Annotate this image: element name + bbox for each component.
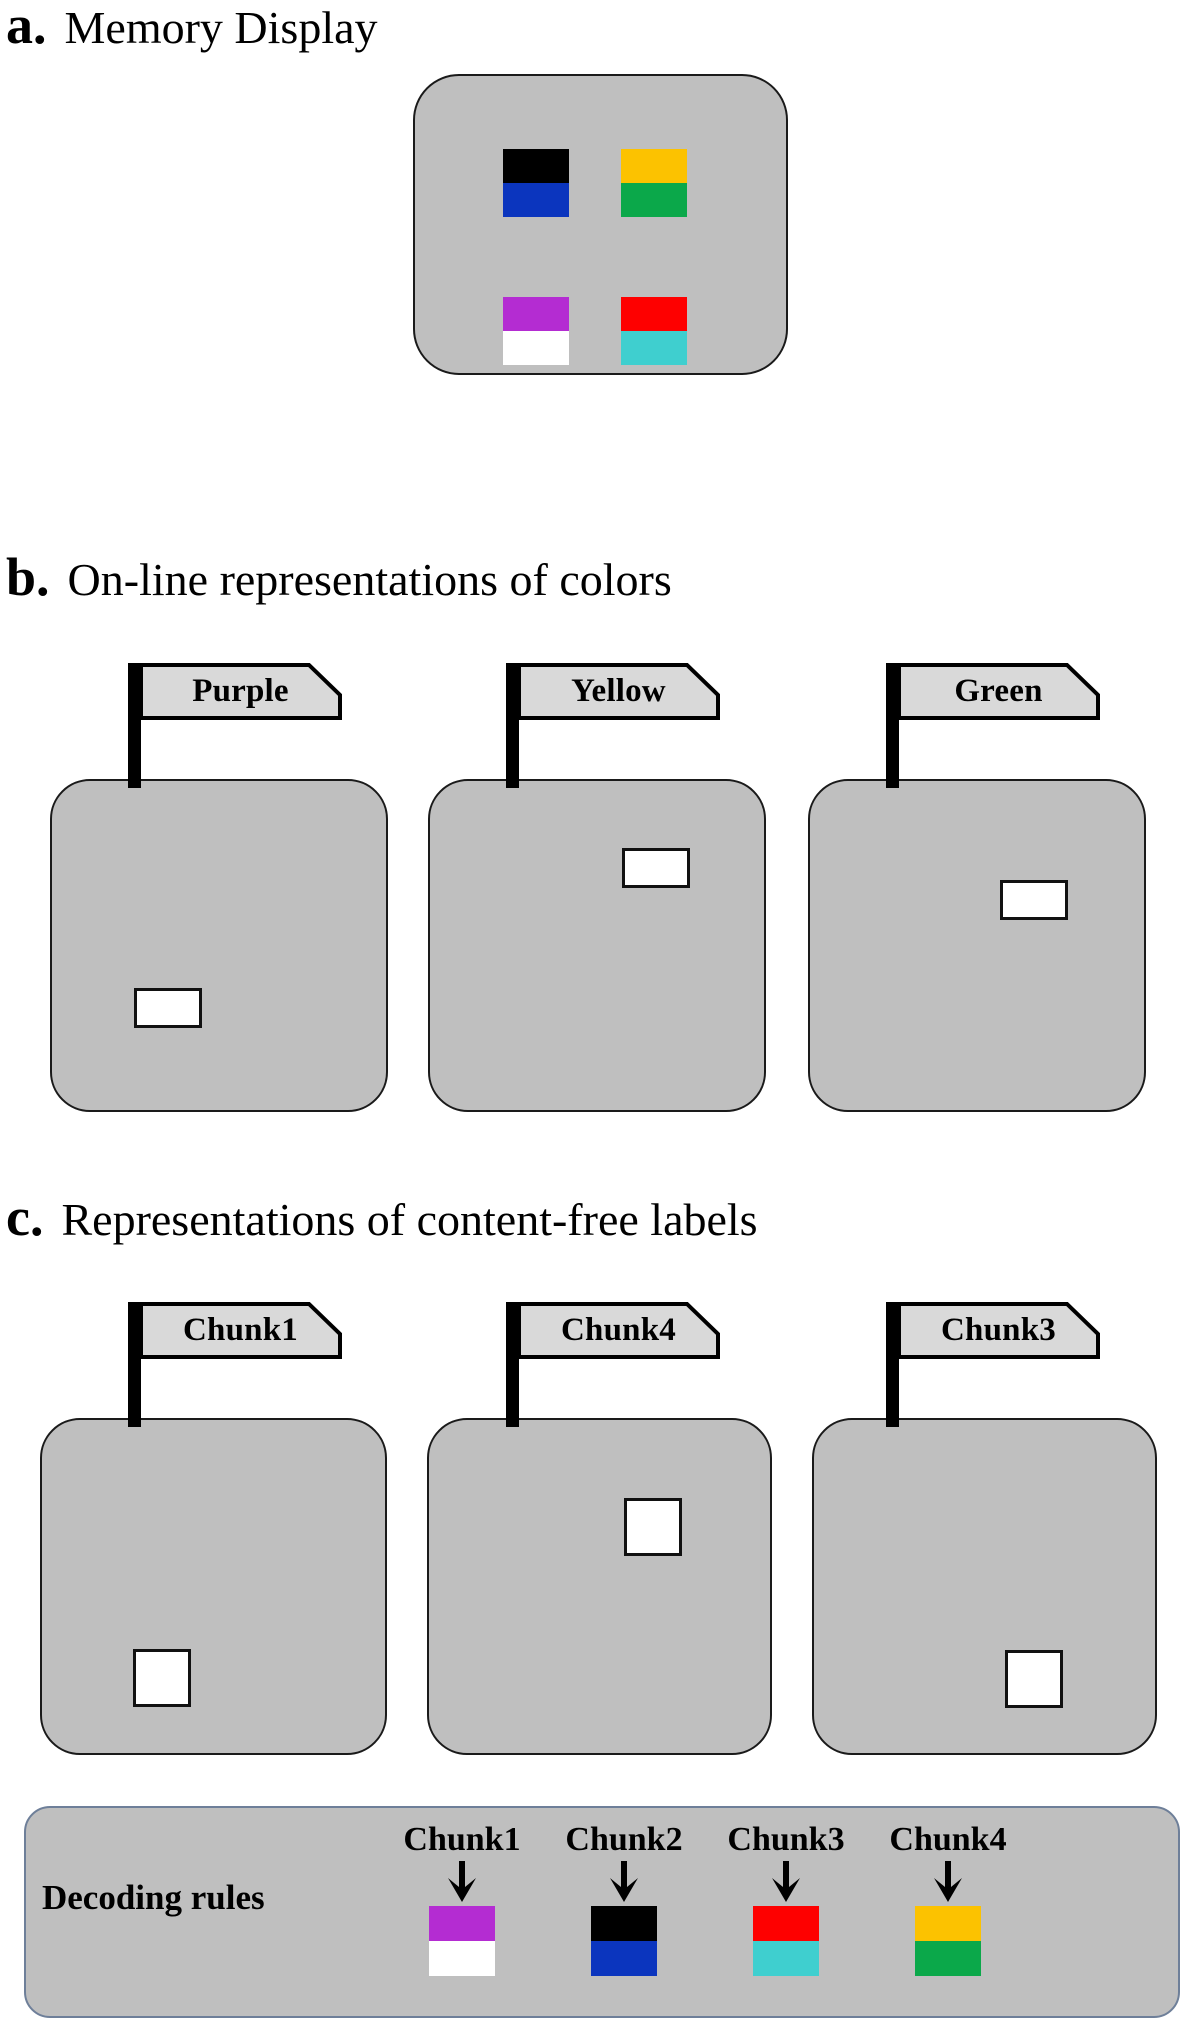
decoding-rule-chunk2-label: Chunk2 [565,1821,683,1858]
memory-chunk-bottom-left-upper [503,297,569,331]
flag-pole-c1 [128,1302,141,1427]
memory-display-panel [413,74,788,375]
decoding-rule-chunk1-swatch [429,1906,495,1976]
panel-a-title: Memory Display [64,2,378,53]
flag-label-yellow: Yellow [571,673,666,709]
flag-banner-2: Yellow [517,663,720,720]
memory-chunk-bottom-right [621,297,687,365]
panel-b-marker-3 [1000,880,1068,920]
flag-pole-2 [506,663,519,788]
down-arrow-icon-4 [934,1861,962,1902]
flag-banner-shape-1 [139,663,342,720]
panel-c-flag-3: Chunk3 [886,1302,1100,1427]
panel-b-flag-3: Green [886,663,1100,788]
panel-c-marker-1 [133,1649,191,1707]
decoding-rule-chunk3-bottom [753,1941,819,1976]
decoding-rule-chunk3: Chunk3 [716,1823,856,1976]
panel-c-flag-1: Chunk1 [128,1302,342,1427]
decoding-rule-chunk1-bottom [429,1941,495,1976]
panel-b-letter: b. [6,547,50,607]
flag-pole-c3 [886,1302,899,1427]
panel-a-letter: a. [6,0,47,55]
panel-b-title: On-line representations of colors [67,554,672,605]
flag-banner-c1: Chunk1 [139,1302,342,1359]
panel-c-title: Representations of content-free labels [61,1194,758,1245]
decoding-rule-chunk1-top [429,1906,495,1941]
panel-c-box-1 [40,1418,387,1755]
decoding-rule-chunk1-label: Chunk1 [403,1821,521,1858]
memory-chunk-top-left-upper [503,149,569,183]
decoding-rule-chunk2-bottom [591,1941,657,1976]
flag-pole-c2 [506,1302,519,1427]
decoding-rule-chunk2-top [591,1906,657,1941]
memory-chunk-bottom-left [503,297,569,365]
panel-b-box-3 [808,779,1146,1112]
memory-chunk-top-right-lower [621,183,687,217]
flag-pole-3 [886,663,899,788]
panel-c-box-2 [427,1418,772,1755]
flag-banner-shape-c1 [139,1302,342,1359]
decoding-rule-chunk3-top [753,1906,819,1941]
decoding-rule-chunk4-swatch [915,1906,981,1976]
panel-c-box-3 [812,1418,1157,1755]
flag-label-green: Green [954,673,1043,709]
flag-label-chunk3: Chunk3 [941,1312,1056,1348]
memory-chunk-top-left-lower [503,183,569,217]
flag-banner-shape-3 [897,663,1100,720]
flag-pole-1 [128,663,141,788]
down-arrow-icon-2 [610,1861,638,1902]
decoding-rule-chunk4-bottom [915,1941,981,1976]
decoding-rule-chunk3-label: Chunk3 [727,1821,845,1858]
panel-c-letter: c. [6,1187,44,1247]
panel-c-flag-2: Chunk4 [506,1302,720,1427]
down-arrow-icon-3 [772,1861,800,1902]
panel-b-flag-1: Purple [128,663,342,788]
decoding-rule-chunk2-swatch [591,1906,657,1976]
decoding-rule-chunk4-top [915,1906,981,1941]
memory-chunk-bottom-right-upper [621,297,687,331]
panel-c-marker-3 [1005,1650,1063,1708]
flag-banner-shape-2 [517,663,720,720]
flag-banner-3: Green [897,663,1100,720]
down-arrow-icon-1 [448,1861,476,1902]
memory-chunk-bottom-right-lower [621,331,687,365]
memory-chunk-top-right-upper [621,149,687,183]
panel-c-heading: c. Representations of content-free labels [6,1186,758,1248]
flag-banner-1: Purple [139,663,342,720]
decoding-rule-chunk4: Chunk4 [878,1823,1018,1976]
panel-b-heading: b. On-line representations of colors [6,546,672,608]
decoding-rule-chunk2: Chunk2 [554,1823,694,1976]
decoding-rule-chunk1: Chunk1 [392,1823,532,1976]
flag-banner-c3: Chunk3 [897,1302,1100,1359]
panel-b-flag-2: Yellow [506,663,720,788]
memory-chunk-top-left [503,149,569,217]
flag-banner-shape-c2 [517,1302,720,1359]
panel-b-box-1 [50,779,388,1112]
panel-c-marker-2 [624,1498,682,1556]
panel-a-heading: a. Memory Display [6,0,378,56]
memory-chunk-top-right [621,149,687,217]
flag-label-chunk1: Chunk1 [183,1312,298,1348]
memory-chunk-bottom-left-lower [503,331,569,365]
flag-banner-shape-c3 [897,1302,1100,1359]
decoding-rule-chunk3-swatch [753,1906,819,1976]
flag-label-purple: Purple [192,673,289,709]
decoding-rules-label: Decoding rules [42,1878,265,1917]
panel-b-marker-1 [134,988,202,1028]
decoding-rule-chunk4-label: Chunk4 [889,1821,1007,1858]
panel-b-marker-2 [622,848,690,888]
flag-label-chunk4: Chunk4 [561,1312,676,1348]
panel-b-box-2 [428,779,766,1112]
flag-banner-c2: Chunk4 [517,1302,720,1359]
